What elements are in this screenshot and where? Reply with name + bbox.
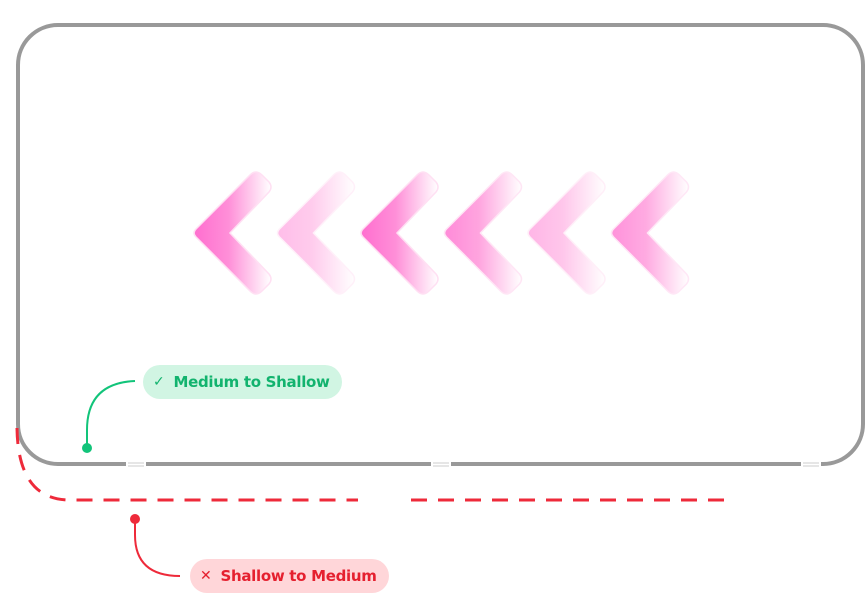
shallow-to-medium-label: ✕ Shallow to Medium: [190, 559, 389, 593]
x-icon: ✕: [200, 568, 212, 584]
shallow-to-medium-path: [15, 427, 735, 502]
bad-connector: [134, 519, 181, 577]
chevron-left-icon: [610, 171, 690, 295]
chevron-left-icon: [360, 171, 439, 295]
container-box: [16, 23, 865, 466]
box-gaps: [126, 460, 821, 468]
medium-to-shallow-label: ✓ Medium to Shallow: [143, 365, 342, 399]
chevron-row: [193, 171, 690, 295]
chevron-left-icon: [443, 171, 523, 295]
bad-dot: [130, 514, 140, 524]
check-icon: ✓: [153, 374, 165, 390]
good-connector: [86, 380, 136, 448]
label-text: Shallow to Medium: [220, 567, 377, 585]
box-gap-marks: [128, 462, 819, 467]
chevron-left-icon: [527, 171, 606, 295]
chevron-left-icon: [193, 171, 272, 295]
good-dot: [82, 443, 92, 453]
chevron-left-icon: [276, 171, 356, 295]
label-text: Medium to Shallow: [173, 373, 330, 391]
